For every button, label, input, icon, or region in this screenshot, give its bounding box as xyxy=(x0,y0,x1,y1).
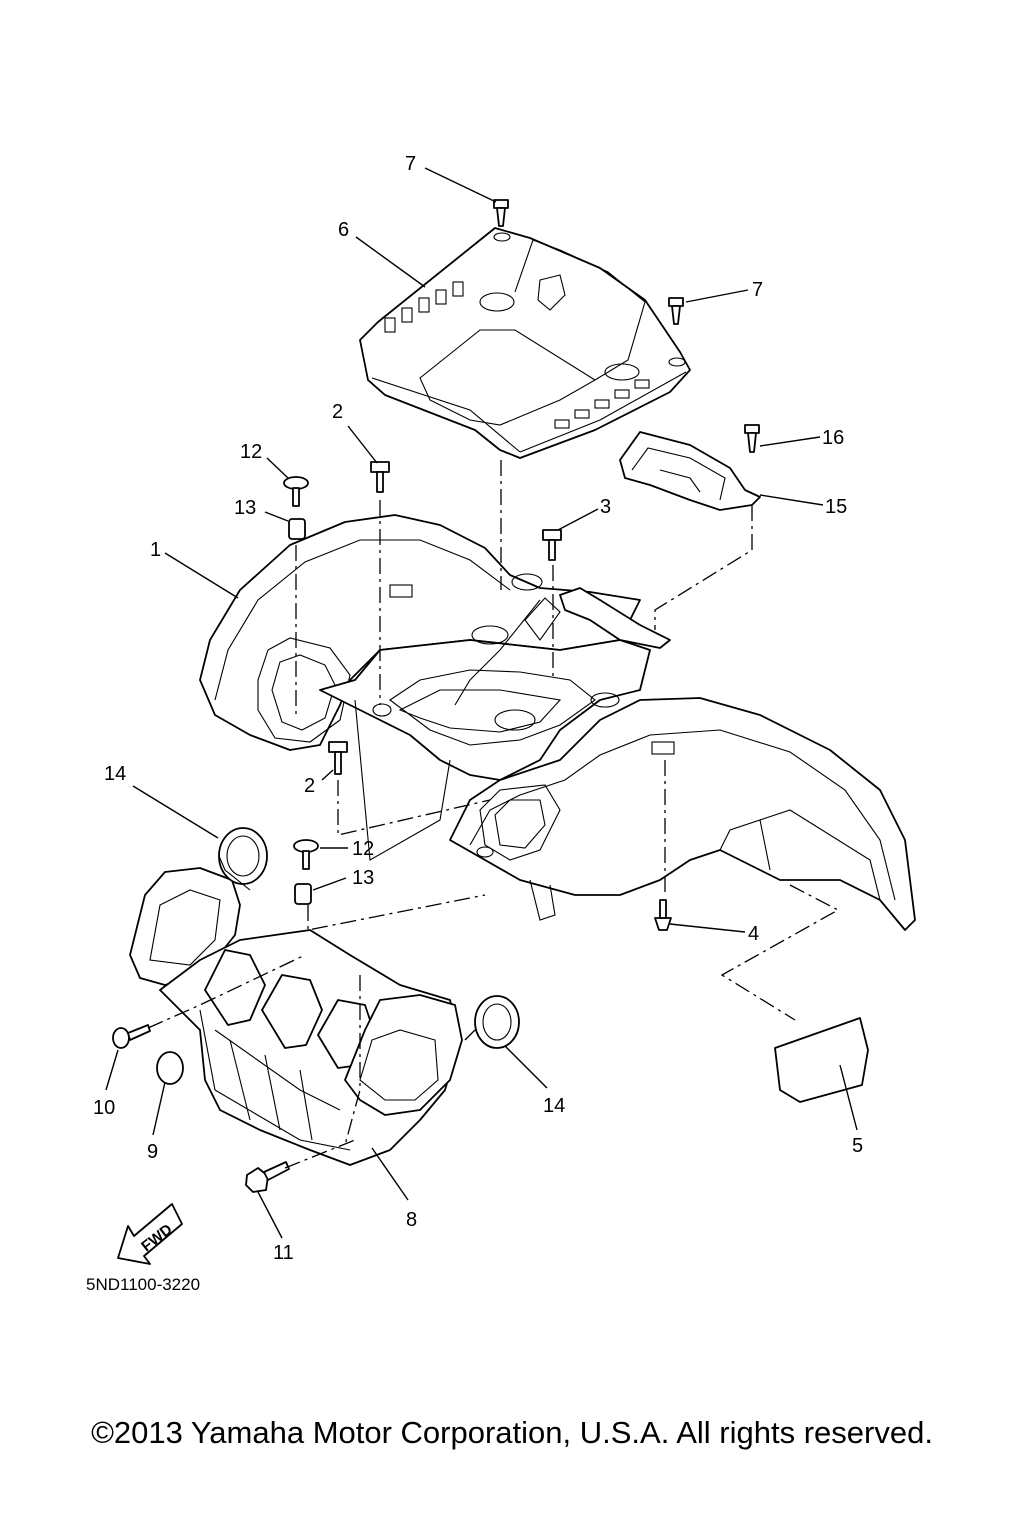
part-14-grommet-lower xyxy=(474,995,520,1049)
callout-12: 12 xyxy=(352,838,374,860)
callout-13: 13 xyxy=(234,497,256,519)
part-1-rear-fender xyxy=(199,514,916,931)
part-5-plate xyxy=(774,1017,869,1103)
copyright-notice: ©2013 Yamaha Motor Corporation, U.S.A. A… xyxy=(91,1415,933,1450)
assembly-lines xyxy=(147,460,840,1169)
callout-labels: 7 6 7 2 12 13 16 3 15 1 14 2 12 13 4 10 … xyxy=(93,153,863,1264)
part-14-grommet-upper xyxy=(218,827,268,891)
part-16-screw xyxy=(744,424,760,453)
part-12-screw-lower xyxy=(293,839,319,870)
fwd-arrow-icon: FWD xyxy=(117,1203,183,1265)
diagram-code: 5ND1100-3220 xyxy=(86,1275,200,1294)
leader-lines xyxy=(105,167,858,1239)
callout-9: 9 xyxy=(147,1141,158,1163)
part-2-bolt-lower xyxy=(328,741,348,775)
part-4-screw xyxy=(654,899,672,931)
part-13-collar-lower xyxy=(294,883,312,905)
part-11-bolt xyxy=(245,1161,290,1193)
part-9-cap xyxy=(156,1051,184,1085)
callout-14: 14 xyxy=(543,1095,565,1117)
part-2-bolt-upper xyxy=(370,461,390,493)
part-13-collar-upper xyxy=(288,518,306,540)
callout-10: 10 xyxy=(93,1097,115,1119)
callout-7: 7 xyxy=(752,279,763,301)
callout-2: 2 xyxy=(332,401,343,423)
callout-1: 1 xyxy=(150,539,161,561)
callout-2: 2 xyxy=(304,775,315,797)
callout-8: 8 xyxy=(406,1209,417,1231)
callout-5: 5 xyxy=(852,1135,863,1157)
part-3-bolt xyxy=(542,529,562,561)
part-7-screw-upper xyxy=(493,199,509,227)
callout-7: 7 xyxy=(405,153,416,175)
callout-16: 16 xyxy=(822,427,844,449)
part-15-bracket xyxy=(619,431,761,511)
part-8-lower-frame xyxy=(129,867,463,1166)
callout-3: 3 xyxy=(600,496,611,518)
callout-14: 14 xyxy=(104,763,126,785)
callout-4: 4 xyxy=(748,923,759,945)
part-6-top-cover xyxy=(359,227,691,459)
callout-6: 6 xyxy=(338,219,349,241)
part-7-screw-right xyxy=(668,297,684,325)
part-12-screw-upper xyxy=(283,476,309,507)
callout-12: 12 xyxy=(240,441,262,463)
part-10-screw xyxy=(112,1024,151,1049)
callout-11: 11 xyxy=(273,1242,294,1264)
callout-15: 15 xyxy=(825,496,847,518)
callout-13: 13 xyxy=(352,867,374,889)
